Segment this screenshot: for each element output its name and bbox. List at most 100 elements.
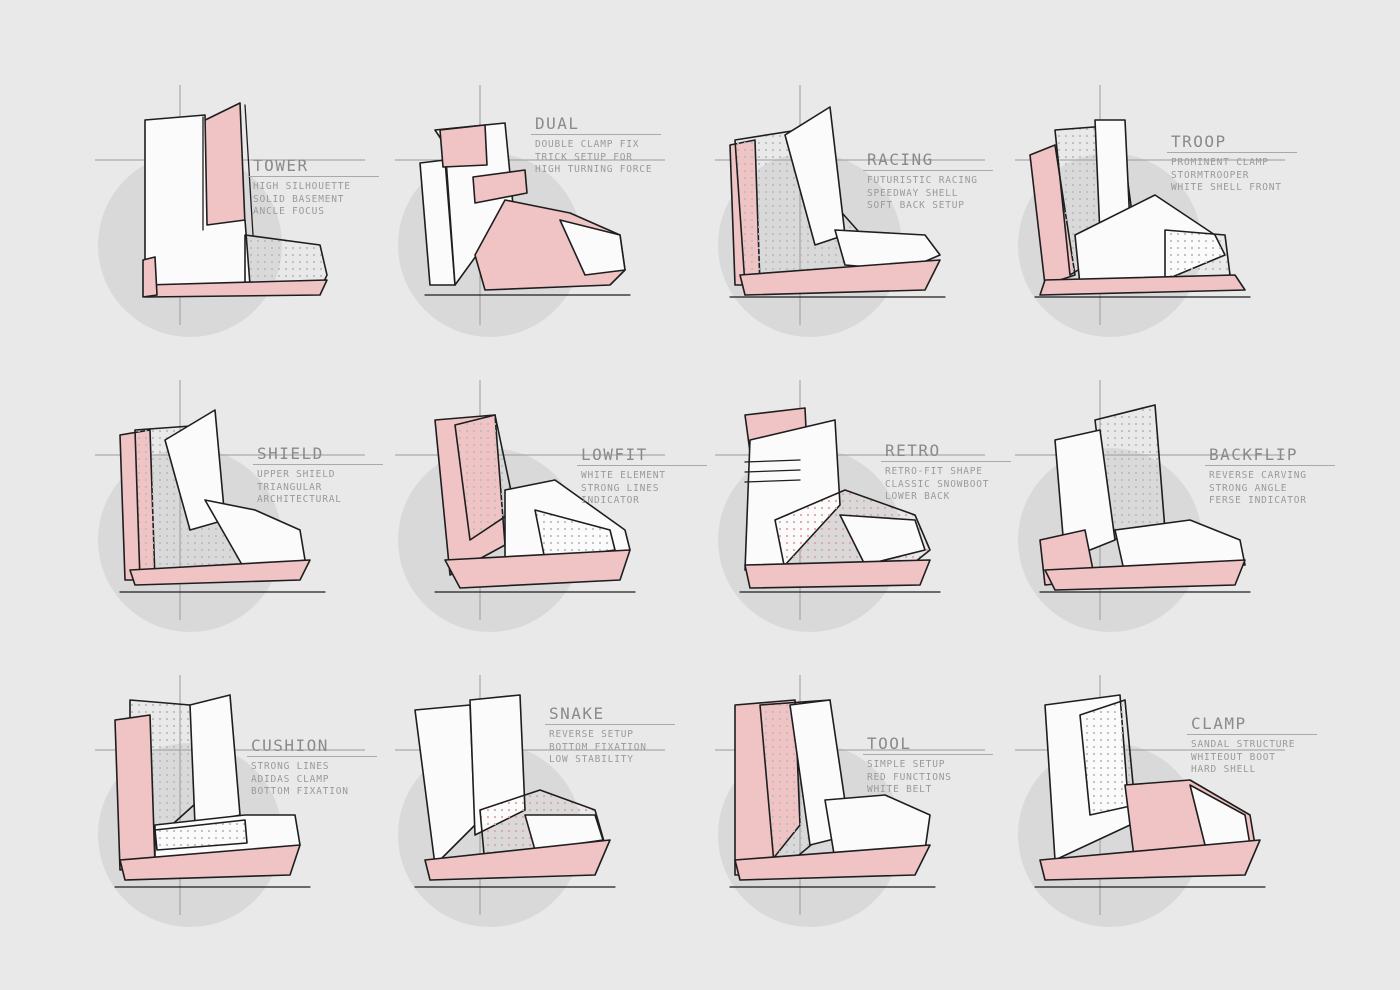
boot-body: [1039, 404, 1251, 593]
note-line: SOLID BASEMENT: [253, 193, 345, 205]
toe-cap: [1164, 229, 1231, 281]
sole: [424, 839, 611, 881]
concept-title: TOWER: [253, 156, 309, 175]
boot-body: [114, 694, 311, 888]
title-rule: [577, 465, 707, 466]
sketch-stroke: [744, 479, 801, 483]
note-line: SANDAL STRUCTURE: [1191, 739, 1296, 750]
title-rule: [531, 134, 661, 135]
note-line: WHITE BELT: [867, 784, 933, 795]
note-line: PROMINENT CLAMP: [1171, 157, 1269, 168]
concept-title: DUAL: [535, 114, 580, 133]
sketch-stroke: [744, 459, 801, 463]
note-line: STRONG LINES: [581, 482, 660, 494]
heel-back: [1029, 144, 1076, 286]
note-line: WHITE SHELL FRONT: [1171, 182, 1282, 193]
concept-title: RETRO: [885, 441, 941, 460]
toe-cap: [559, 219, 626, 276]
sketch-stroke: [744, 469, 801, 473]
sole: [1044, 559, 1246, 591]
boot-body: [434, 414, 636, 593]
toe-shell: [824, 794, 931, 861]
note-line: HIGH SILHOUETTE: [253, 181, 351, 192]
title-rule: [253, 464, 383, 465]
note-line: LOWER BACK: [885, 491, 951, 502]
sole: [119, 844, 301, 881]
note-line: LOW STABILITY: [549, 754, 634, 765]
boot-sketch: [1015, 380, 1285, 632]
boot-sketch: [1015, 675, 1285, 927]
concept-title: CUSHION: [251, 736, 329, 755]
title-rule: [863, 170, 993, 171]
title-rule: [1205, 465, 1335, 466]
front-shell: [189, 694, 241, 826]
note-line: SOFT BACK SETUP: [867, 200, 965, 211]
note-line: FERSE INDICATOR: [1209, 495, 1307, 506]
note-line: ANCLE FOCUS: [253, 206, 325, 217]
boot-body: [729, 106, 946, 298]
strap: [472, 169, 528, 204]
boot-sketch: [715, 675, 985, 927]
boot-sketch: [715, 380, 985, 632]
boot-sketch: [1015, 85, 1285, 337]
toe-cap: [204, 499, 306, 571]
boot-sketch: [715, 85, 985, 337]
boot-sketch: [395, 380, 665, 632]
note-line: UPPER SHIELD: [257, 469, 336, 480]
toe-cap: [534, 509, 616, 561]
note-line: SIMPLE SETUP: [867, 759, 946, 770]
boot-body: [1034, 694, 1266, 888]
sole: [739, 259, 941, 296]
sole: [129, 559, 311, 586]
note-line: INDICATOR: [581, 495, 640, 506]
note-line: STRONG LINES: [251, 761, 330, 772]
note-line: RETRO-FIT SHAPE: [885, 466, 983, 477]
note-line: REVERSE CARVING: [1209, 470, 1307, 481]
back-shell: [1054, 429, 1116, 561]
sole: [734, 844, 931, 881]
sole: [1039, 274, 1246, 296]
concept-title: SNAKE: [549, 704, 605, 723]
concept-title: LOWFIT: [581, 445, 648, 464]
note-line: HIGH TURNING FORCE: [535, 164, 653, 175]
boot-sketch: [95, 85, 365, 337]
concept-title: SHIELD: [257, 444, 324, 463]
concept-title: RACING: [867, 150, 934, 169]
title-rule: [1187, 734, 1317, 735]
sole: [744, 559, 931, 589]
note-line: WHITE ELEMENT: [581, 470, 666, 481]
concept-title: CLAMP: [1191, 714, 1247, 733]
note-line: BOTTOM FIXATION: [251, 786, 349, 797]
boot-body: [739, 407, 941, 593]
top-cuff: [439, 124, 488, 168]
title-rule: [247, 756, 377, 757]
note-line: ADIDAS CLAMP: [251, 773, 330, 785]
sole: [1039, 839, 1261, 881]
note-line: REVERSE SETUP: [549, 729, 634, 740]
boot-body: [1029, 119, 1251, 298]
boot-sketch: [95, 675, 365, 927]
boot-body: [414, 694, 616, 888]
title-rule: [1167, 152, 1297, 153]
note-line: STRONG ANGLE: [1209, 482, 1288, 494]
concept-title: TOOL: [867, 734, 912, 753]
note-line: STORMTROOPER: [1171, 169, 1250, 181]
